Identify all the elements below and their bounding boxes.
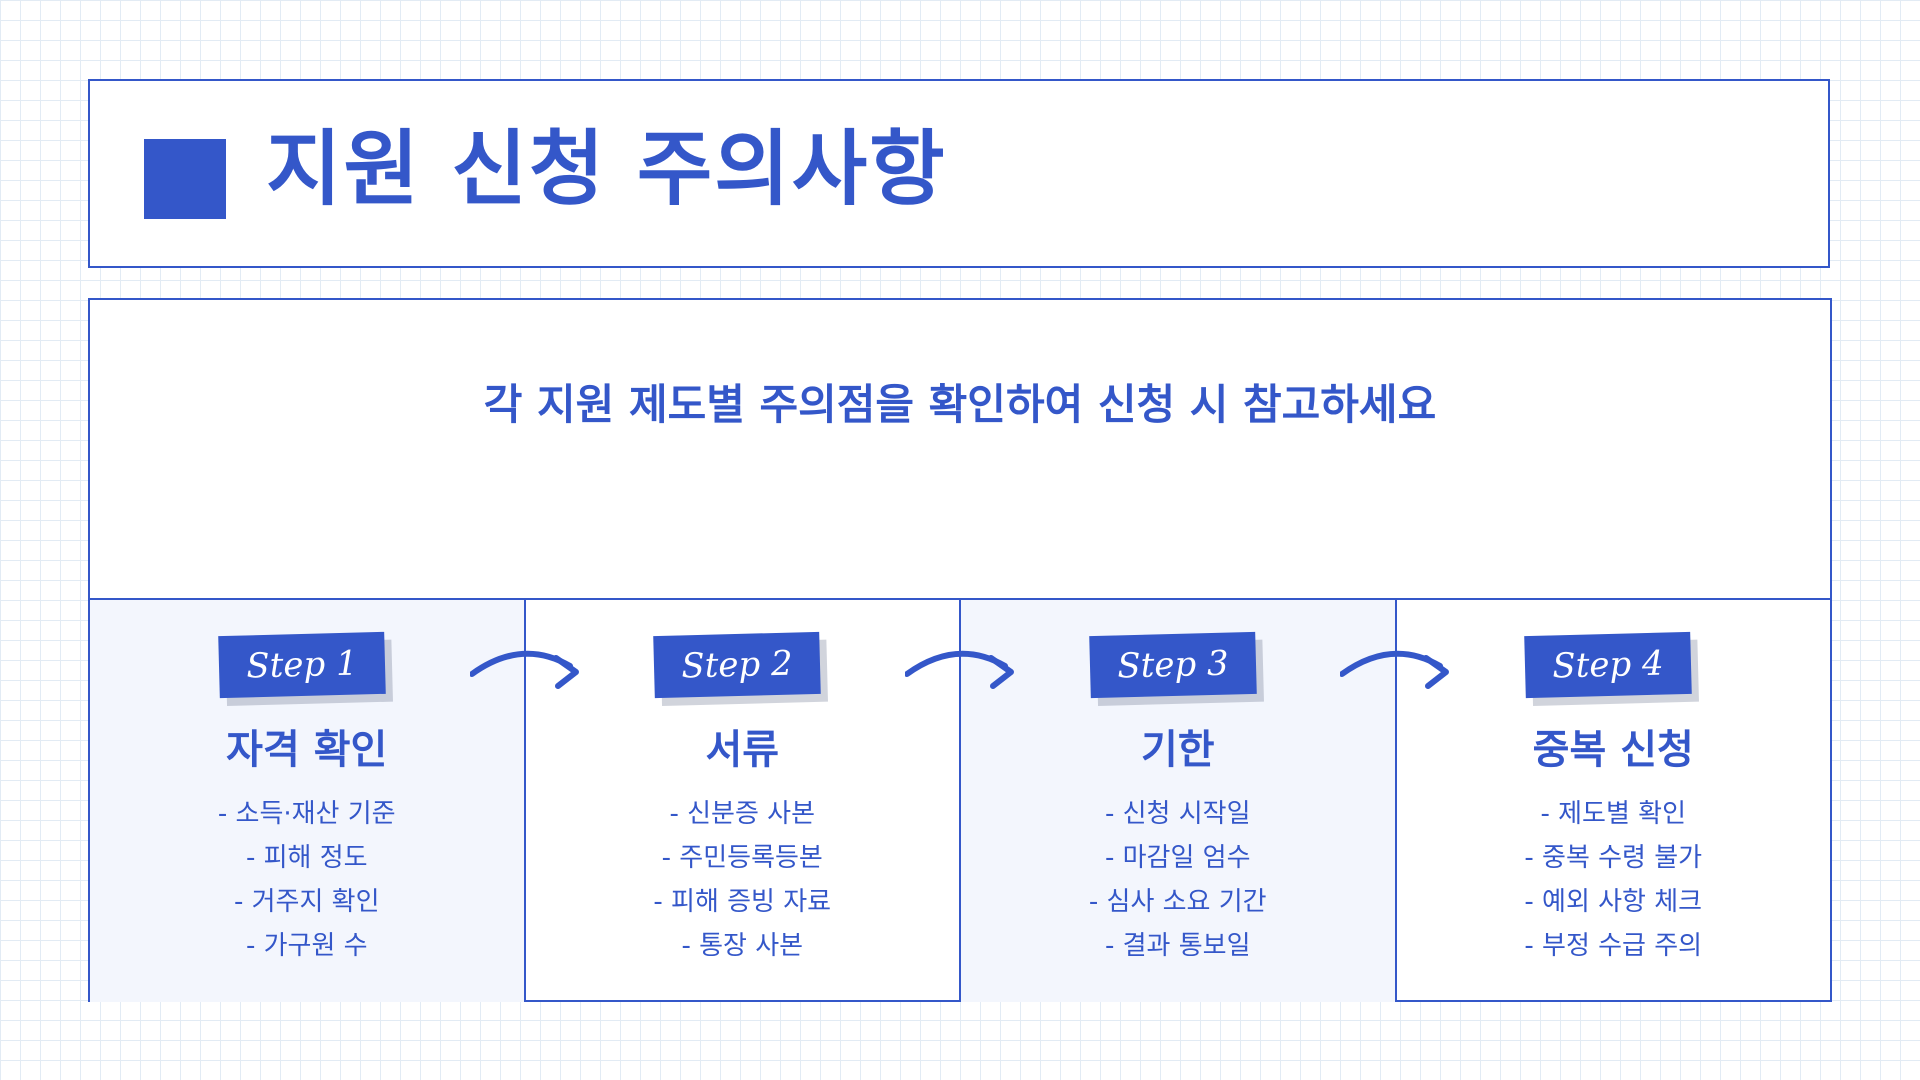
list-item: - 심사 소요 기간 [1088, 887, 1267, 917]
curved-arrow-right-icon [1340, 650, 1449, 689]
step-title: 중복 신청 [1532, 727, 1694, 773]
step-title: 자격 확인 [226, 727, 388, 773]
steps-row: Step 1 자격 확인 - 소득·재산 기준 - 피해 정도 - 거주지 확인… [90, 598, 1830, 1002]
list-item: - 소득·재산 기준 [217, 799, 396, 829]
page-subtitle: 각 지원 제도별 주의점을 확인하여 신청 시 참고하세요 [483, 380, 1437, 429]
step-column-3: Step 3 기한 - 신청 시작일 - 마감일 엄수 - 심사 소요 기간 -… [959, 600, 1395, 1002]
step-title: 기한 [1140, 727, 1215, 773]
step-column-4: Step 4 중복 신청 - 제도별 확인 - 중복 수령 불가 - 예외 사항… [1394, 600, 1831, 1002]
list-item: - 제도별 확인 [1540, 799, 1686, 829]
content-panel: 각 지원 제도별 주의점을 확인하여 신청 시 참고하세요 Step 1 자격 … [88, 298, 1832, 1002]
curved-arrow-right-icon [905, 650, 1014, 689]
list-item: - 주민등록등본 [661, 843, 823, 873]
list-item: - 피해 정도 [245, 843, 368, 873]
step-item-list: - 신분증 사본 - 주민등록등본 - 피해 증빙 자료 - 통장 사본 [526, 792, 960, 968]
list-item: - 거주지 확인 [233, 887, 380, 917]
page-title: 지원 신청 주의사항 [266, 122, 947, 217]
list-item: - 마감일 엄수 [1104, 843, 1251, 873]
list-item: - 신분증 사본 [669, 799, 815, 829]
step-column-1: Step 1 자격 확인 - 소득·재산 기준 - 피해 정도 - 거주지 확인… [90, 600, 524, 1002]
list-item: - 신청 시작일 [1104, 799, 1251, 829]
step-badge: Step 3 [1088, 631, 1257, 699]
step-title: 서류 [705, 727, 780, 773]
title-panel: 지원 신청 주의사항 [88, 79, 1830, 268]
curved-arrow-right-icon [470, 650, 579, 689]
list-item: - 결과 통보일 [1104, 931, 1251, 961]
step-badge: Step 4 [1524, 631, 1693, 699]
step-item-list: - 제도별 확인 - 중복 수령 불가 - 예외 사항 체크 - 부정 수급 주… [1397, 792, 1831, 968]
list-item: - 중복 수령 불가 [1524, 843, 1703, 873]
step-item-list: - 소득·재산 기준 - 피해 정도 - 거주지 확인 - 가구원 수 [90, 792, 524, 968]
title-square-icon [144, 139, 226, 219]
list-item: - 가구원 수 [245, 931, 368, 961]
step-column-2: Step 2 서류 - 신분증 사본 - 주민등록등본 - 피해 증빙 자료 -… [523, 600, 960, 1002]
list-item: - 예외 사항 체크 [1524, 887, 1703, 917]
list-item: - 부정 수급 주의 [1524, 931, 1703, 961]
step-badge: Step 1 [217, 631, 386, 699]
list-item: - 통장 사본 [681, 931, 804, 961]
list-item: - 피해 증빙 자료 [653, 887, 832, 917]
step-item-list: - 신청 시작일 - 마감일 엄수 - 심사 소요 기간 - 결과 통보일 [961, 792, 1395, 968]
step-badge: Step 2 [653, 631, 822, 699]
